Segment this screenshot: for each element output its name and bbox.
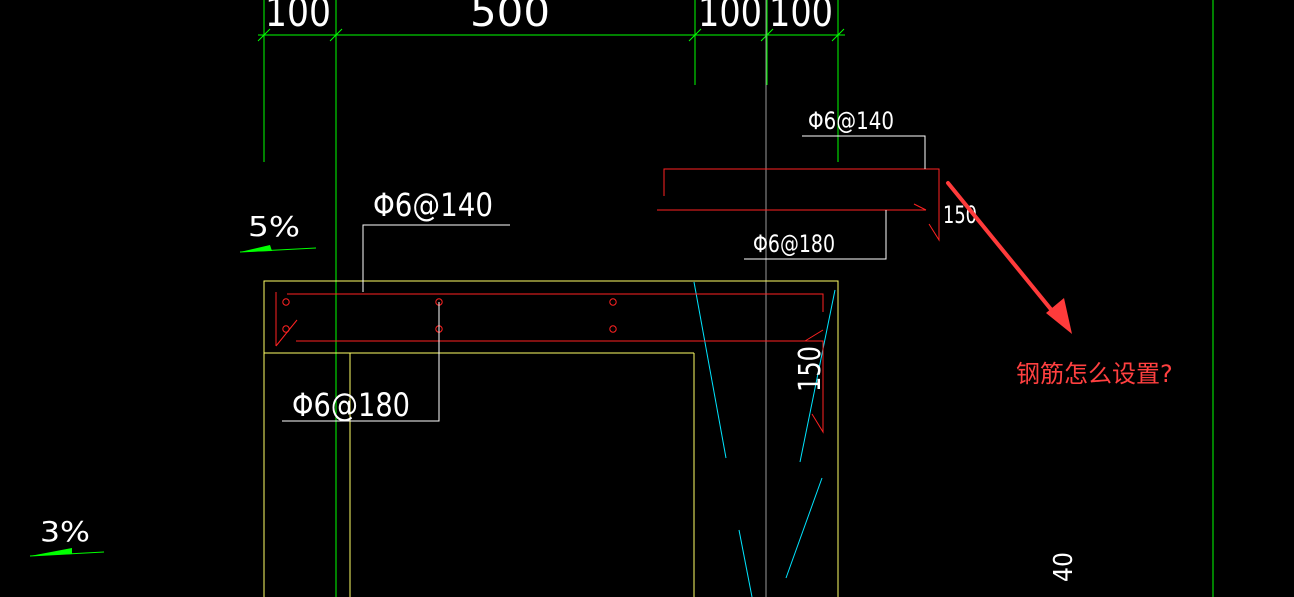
rebar-dot xyxy=(282,325,290,333)
dimension-text-4: 100 xyxy=(769,0,833,36)
break-line xyxy=(738,529,753,597)
rebar-dot xyxy=(609,325,617,333)
slope-upper-arrow xyxy=(240,245,272,252)
edge-dimension-label: 40 xyxy=(1049,552,1079,582)
break-line xyxy=(785,477,823,579)
main-lower-rebar-label: Φ6@180 xyxy=(292,386,410,424)
main-top-rebar xyxy=(287,293,824,312)
annotation-arrow-head xyxy=(1046,298,1072,334)
slope-lower: 3% xyxy=(29,515,105,557)
dimension-lines xyxy=(257,0,1214,597)
detail-upper-leader xyxy=(802,135,926,169)
main-upper-leader xyxy=(362,224,510,292)
detail-upper-rebar-label: Φ6@140 xyxy=(808,107,894,135)
main-height-label: 150 xyxy=(793,346,828,392)
dim-tick xyxy=(831,28,845,42)
detail-lower-leader xyxy=(744,210,887,260)
slope-lower-label: 3% xyxy=(40,515,90,548)
main-rebar xyxy=(275,292,824,434)
main-bottom-rebar xyxy=(296,340,824,434)
detail-height-label: 150 xyxy=(943,201,977,229)
detail-upper-rebar xyxy=(663,168,940,242)
dim-tick xyxy=(329,28,343,42)
break-line xyxy=(693,281,727,459)
slope-upper: 5% xyxy=(239,210,317,253)
rebar-dot xyxy=(282,298,290,306)
annotation-arrow xyxy=(946,181,1072,334)
detail-lower-rebar-label: Φ6@180 xyxy=(753,230,835,258)
dim-tick xyxy=(760,28,774,42)
main-left-hook xyxy=(275,319,298,347)
leader-lines xyxy=(282,135,926,422)
break-line xyxy=(799,289,836,463)
outer-outline xyxy=(263,280,839,597)
detail-rebar xyxy=(657,168,940,242)
annotation-question: 钢筋怎么设置? xyxy=(1016,360,1173,388)
rebar-dot xyxy=(609,298,617,306)
dimension-text-3: 100 xyxy=(698,0,762,36)
main-hook xyxy=(804,329,824,342)
main-lower-leader xyxy=(282,302,440,422)
dimension-text-2: 500 xyxy=(470,0,550,36)
detail-hook xyxy=(913,203,927,211)
dimension-text-1: 100 xyxy=(265,0,331,36)
break-lines xyxy=(693,281,836,597)
rebar-labels: Φ6@140 Φ6@180 Φ6@140 Φ6@180 150 150 xyxy=(292,107,977,424)
slope-lower-arrow xyxy=(30,548,72,556)
dim-tick xyxy=(257,28,271,42)
structure-outline xyxy=(263,280,839,597)
annotation-arrow-shaft xyxy=(946,181,1060,320)
main-upper-rebar-label: Φ6@140 xyxy=(373,186,493,224)
dim-tick xyxy=(688,28,702,42)
slope-upper-label: 5% xyxy=(248,210,300,243)
dimension-texts: 100 500 100 100 xyxy=(265,0,833,36)
